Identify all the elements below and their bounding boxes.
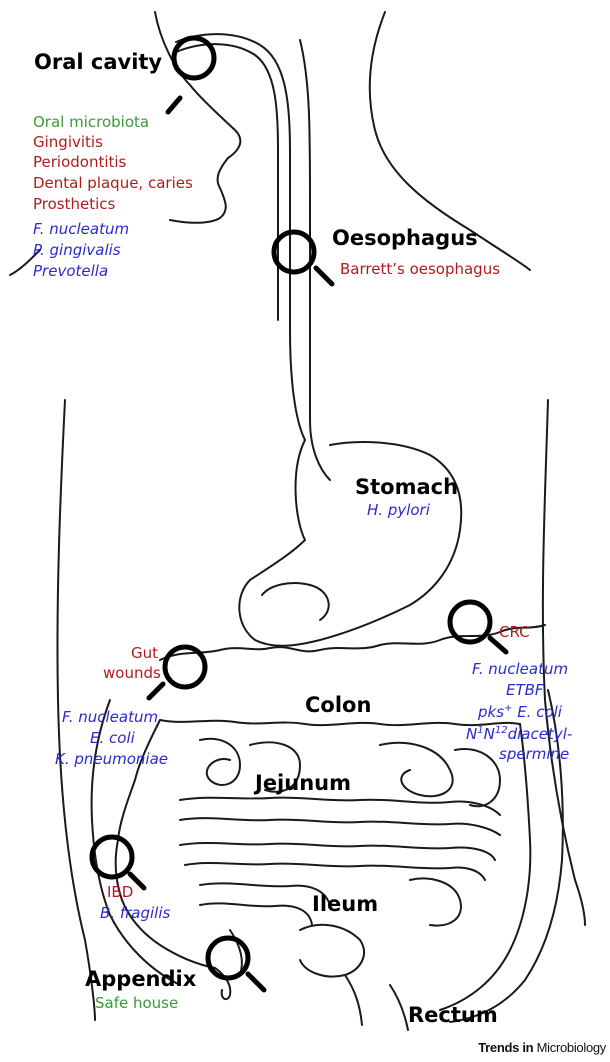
gut-wounds-bacterium: K. pneumoniae <box>55 751 168 768</box>
rectum-title: Rectum <box>408 1004 498 1027</box>
handle-gut-wounds <box>149 684 163 698</box>
oral-bacterium: P. gingivalis <box>33 242 121 259</box>
handle-appendix <box>248 974 264 990</box>
handle-oesophagus <box>316 268 332 284</box>
oesophagus-title: Oesophagus <box>332 227 478 250</box>
ibd-label: IBD <box>107 884 133 901</box>
crc-label: CRC <box>499 624 530 641</box>
ileum-loops <box>300 925 364 977</box>
gut-wounds-bacterium: E. coli <box>90 730 135 747</box>
crc-metabolite: N1N12diacetyl- <box>466 725 572 743</box>
oral-condition: Gingivitis <box>33 134 103 151</box>
crc-bacterium: F. nucleatum <box>472 661 568 678</box>
gut-wounds-label-line1: Gut <box>118 645 158 662</box>
rectum-outline <box>390 985 408 1030</box>
handle-oral-cavity <box>168 98 180 112</box>
stomach-inner-fold <box>262 583 329 620</box>
jejunum-loops <box>200 739 240 785</box>
stomach-outline <box>239 440 461 646</box>
ileum-title: Ileum <box>312 893 378 916</box>
oral-microbiota-label: Oral microbiota <box>33 114 149 131</box>
ibd-bacterium: B. fragilis <box>100 905 170 922</box>
oral-cavity-title: Oral cavity <box>34 51 162 74</box>
colon-title: Colon <box>305 694 371 717</box>
oral-condition: Prosthetics <box>33 196 115 213</box>
lens-oesophagus <box>274 232 314 272</box>
crc-metabolite-line2: spermine <box>499 746 569 763</box>
jejunum-title: Jejunum <box>255 772 351 795</box>
oesophagus-condition: Barrett’s oesophagus <box>340 261 500 278</box>
journal-credit: Trends in Microbiology <box>478 1040 606 1055</box>
oesophagus-left-wall <box>176 34 305 440</box>
oral-condition: Periodontitis <box>33 154 126 171</box>
gut-wounds-bacterium: F. nucleatum <box>62 709 158 726</box>
appendix-role: Safe house <box>95 995 178 1012</box>
lens-oral-cavity <box>174 38 214 78</box>
gut-wounds-label-line2: wounds <box>103 665 161 682</box>
oral-bacterium: Prevotella <box>33 263 108 280</box>
appendix-title: Appendix <box>85 968 196 991</box>
crc-bacterium: ETBF <box>506 682 544 699</box>
oral-bacterium: F. nucleatum <box>33 221 129 238</box>
stomach-title: Stomach <box>355 476 458 499</box>
oral-condition: Dental plaque, caries <box>33 175 193 192</box>
crc-pks-ecoli: pks+ E. coli <box>478 703 562 721</box>
stomach-bacterium: H. pylori <box>367 502 430 519</box>
lens-ibd <box>92 837 132 877</box>
